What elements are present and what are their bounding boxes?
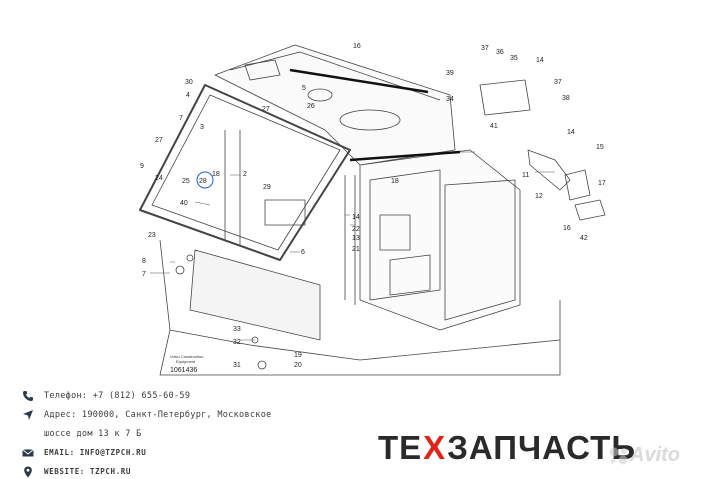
part-label: 21 bbox=[352, 246, 360, 253]
brand-logo: ТЕ Х ЗАПЧАСТЬ bbox=[378, 422, 636, 472]
website-text[interactable]: WEBSITE: TZPCH.RU bbox=[44, 467, 131, 476]
part-label: 34 bbox=[446, 96, 454, 103]
part-label: 22 bbox=[352, 226, 360, 233]
map-pin-icon bbox=[22, 466, 34, 478]
part-label: 42 bbox=[580, 235, 588, 242]
part-label: 41 bbox=[490, 123, 498, 130]
phone-text[interactable]: Телефон: +7 (812) 655-60-59 bbox=[44, 390, 191, 401]
phone-row: Телефон: +7 (812) 655-60-59 bbox=[22, 386, 352, 405]
part-label: 23 bbox=[148, 232, 156, 239]
location-arrow-icon bbox=[22, 409, 34, 421]
part-label: 20 bbox=[294, 362, 302, 369]
address-row: Адрес: 190000, Санкт-Петербург, Московск… bbox=[22, 405, 352, 424]
phone-icon bbox=[22, 390, 34, 402]
part-label: 15 bbox=[596, 144, 604, 151]
part-label: 37 bbox=[481, 45, 489, 52]
part-label: 9 bbox=[140, 163, 144, 170]
part-label: 27 bbox=[155, 137, 163, 144]
part-label: 39 bbox=[446, 70, 454, 77]
part-label: 17 bbox=[598, 180, 606, 187]
part-label: 26 bbox=[307, 103, 315, 110]
part-label: 8 bbox=[142, 258, 146, 265]
address-text-2: шоссе дом 13 к 7 Б bbox=[44, 428, 142, 439]
avito-watermark: Avito bbox=[608, 444, 680, 467]
part-label: 13 bbox=[352, 235, 360, 242]
figure-number: 1061436 bbox=[170, 367, 197, 374]
part-label: 30 bbox=[185, 79, 193, 86]
part-label: 38 bbox=[562, 95, 570, 102]
email-icon bbox=[22, 447, 34, 459]
part-label: 14 bbox=[567, 129, 575, 136]
part-label: 2 bbox=[243, 171, 247, 178]
part-label: 11 bbox=[522, 172, 529, 179]
part-label: 6 bbox=[301, 249, 305, 256]
part-label: 14 bbox=[536, 57, 544, 64]
contact-info: Телефон: +7 (812) 655-60-59 Адрес: 19000… bbox=[22, 386, 352, 479]
part-label: 3 bbox=[200, 124, 204, 131]
diagram-caption: Equipment bbox=[176, 359, 196, 364]
part-label: 5 bbox=[302, 85, 306, 92]
part-label: 37 bbox=[554, 79, 562, 86]
brand-logo-part: ЗАПЧАСТЬ bbox=[447, 428, 637, 466]
part-label: 7 bbox=[142, 271, 146, 278]
part-label: 19 bbox=[294, 352, 302, 359]
part-label: 35 bbox=[510, 55, 518, 62]
part-label: 14 bbox=[352, 214, 360, 221]
watermark-text: Avito bbox=[630, 444, 680, 466]
address-text: Адрес: 190000, Санкт-Петербург, Московск… bbox=[44, 409, 272, 420]
part-label: 31 bbox=[233, 362, 241, 369]
email-row: EMAIL: INFO@TZPCH.RU bbox=[22, 443, 352, 462]
part-label: 25 bbox=[182, 178, 190, 185]
part-label: 16 bbox=[353, 43, 361, 50]
part-label: 33 bbox=[233, 326, 241, 333]
part-label: 12 bbox=[535, 193, 543, 200]
part-label: 24 bbox=[155, 175, 163, 182]
part-label: 16 bbox=[563, 225, 571, 232]
email-text[interactable]: EMAIL: INFO@TZPCH.RU bbox=[44, 448, 147, 457]
avito-dots-icon bbox=[609, 447, 628, 464]
part-label: 40 bbox=[180, 200, 188, 207]
part-label: 32 bbox=[233, 339, 241, 346]
part-label: 7 bbox=[179, 115, 183, 122]
parts-diagram: 16 30 4 5 7 26 27 3 27 9 24 25 28 18 2 2… bbox=[139, 43, 606, 376]
website-row: WEBSITE: TZPCH.RU bbox=[22, 462, 352, 479]
part-label: 36 bbox=[496, 49, 504, 56]
brand-logo-part: ТЕ bbox=[378, 428, 423, 466]
part-label: 18 bbox=[391, 178, 399, 185]
address-row-2: шоссе дом 13 к 7 Б bbox=[22, 424, 352, 443]
part-label: 28 bbox=[199, 178, 207, 185]
part-label: 18 bbox=[212, 171, 220, 178]
part-label: 27 bbox=[262, 106, 270, 113]
diagram-caption: Volvo Construction bbox=[170, 354, 203, 359]
brand-logo-accent: Х bbox=[423, 428, 447, 466]
part-label: 4 bbox=[186, 92, 190, 99]
part-label: 29 bbox=[263, 184, 271, 191]
